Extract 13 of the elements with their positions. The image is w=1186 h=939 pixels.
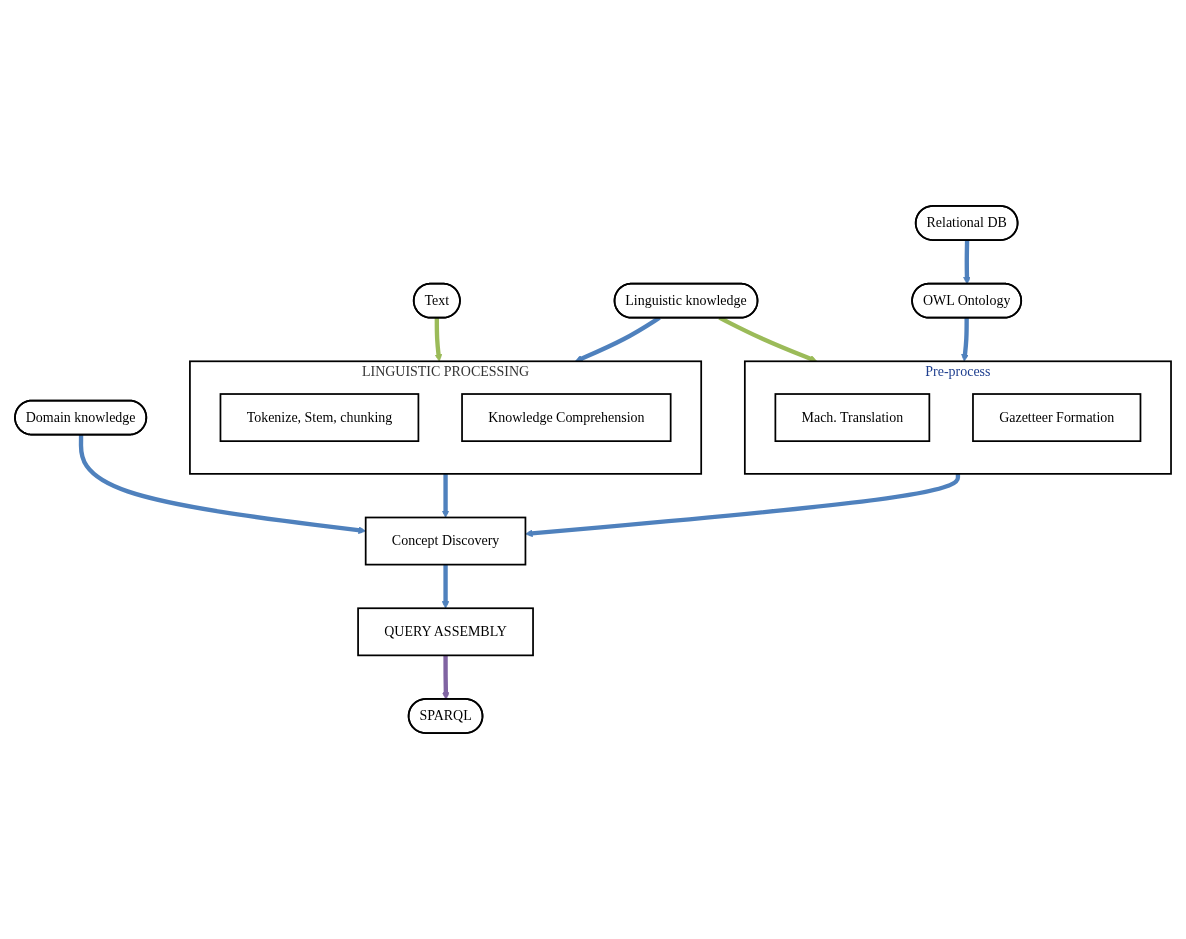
arrow — [441, 564, 450, 609]
arrow — [961, 317, 969, 362]
node-box: QUERY ASSEMBLY — [357, 607, 534, 657]
node-box: Mach. Translation — [774, 393, 931, 442]
arrow — [441, 473, 450, 518]
arrow — [442, 655, 450, 700]
node-box: Concept Discovery — [364, 516, 527, 566]
node-box: Gazetteer Formation — [972, 393, 1142, 442]
node-box: Knowledge Comprehension — [461, 393, 672, 442]
arrow — [963, 240, 971, 285]
node-box: Tokenize, Stem, chunking — [219, 393, 420, 442]
arrow — [434, 317, 443, 362]
arrow — [525, 473, 961, 538]
